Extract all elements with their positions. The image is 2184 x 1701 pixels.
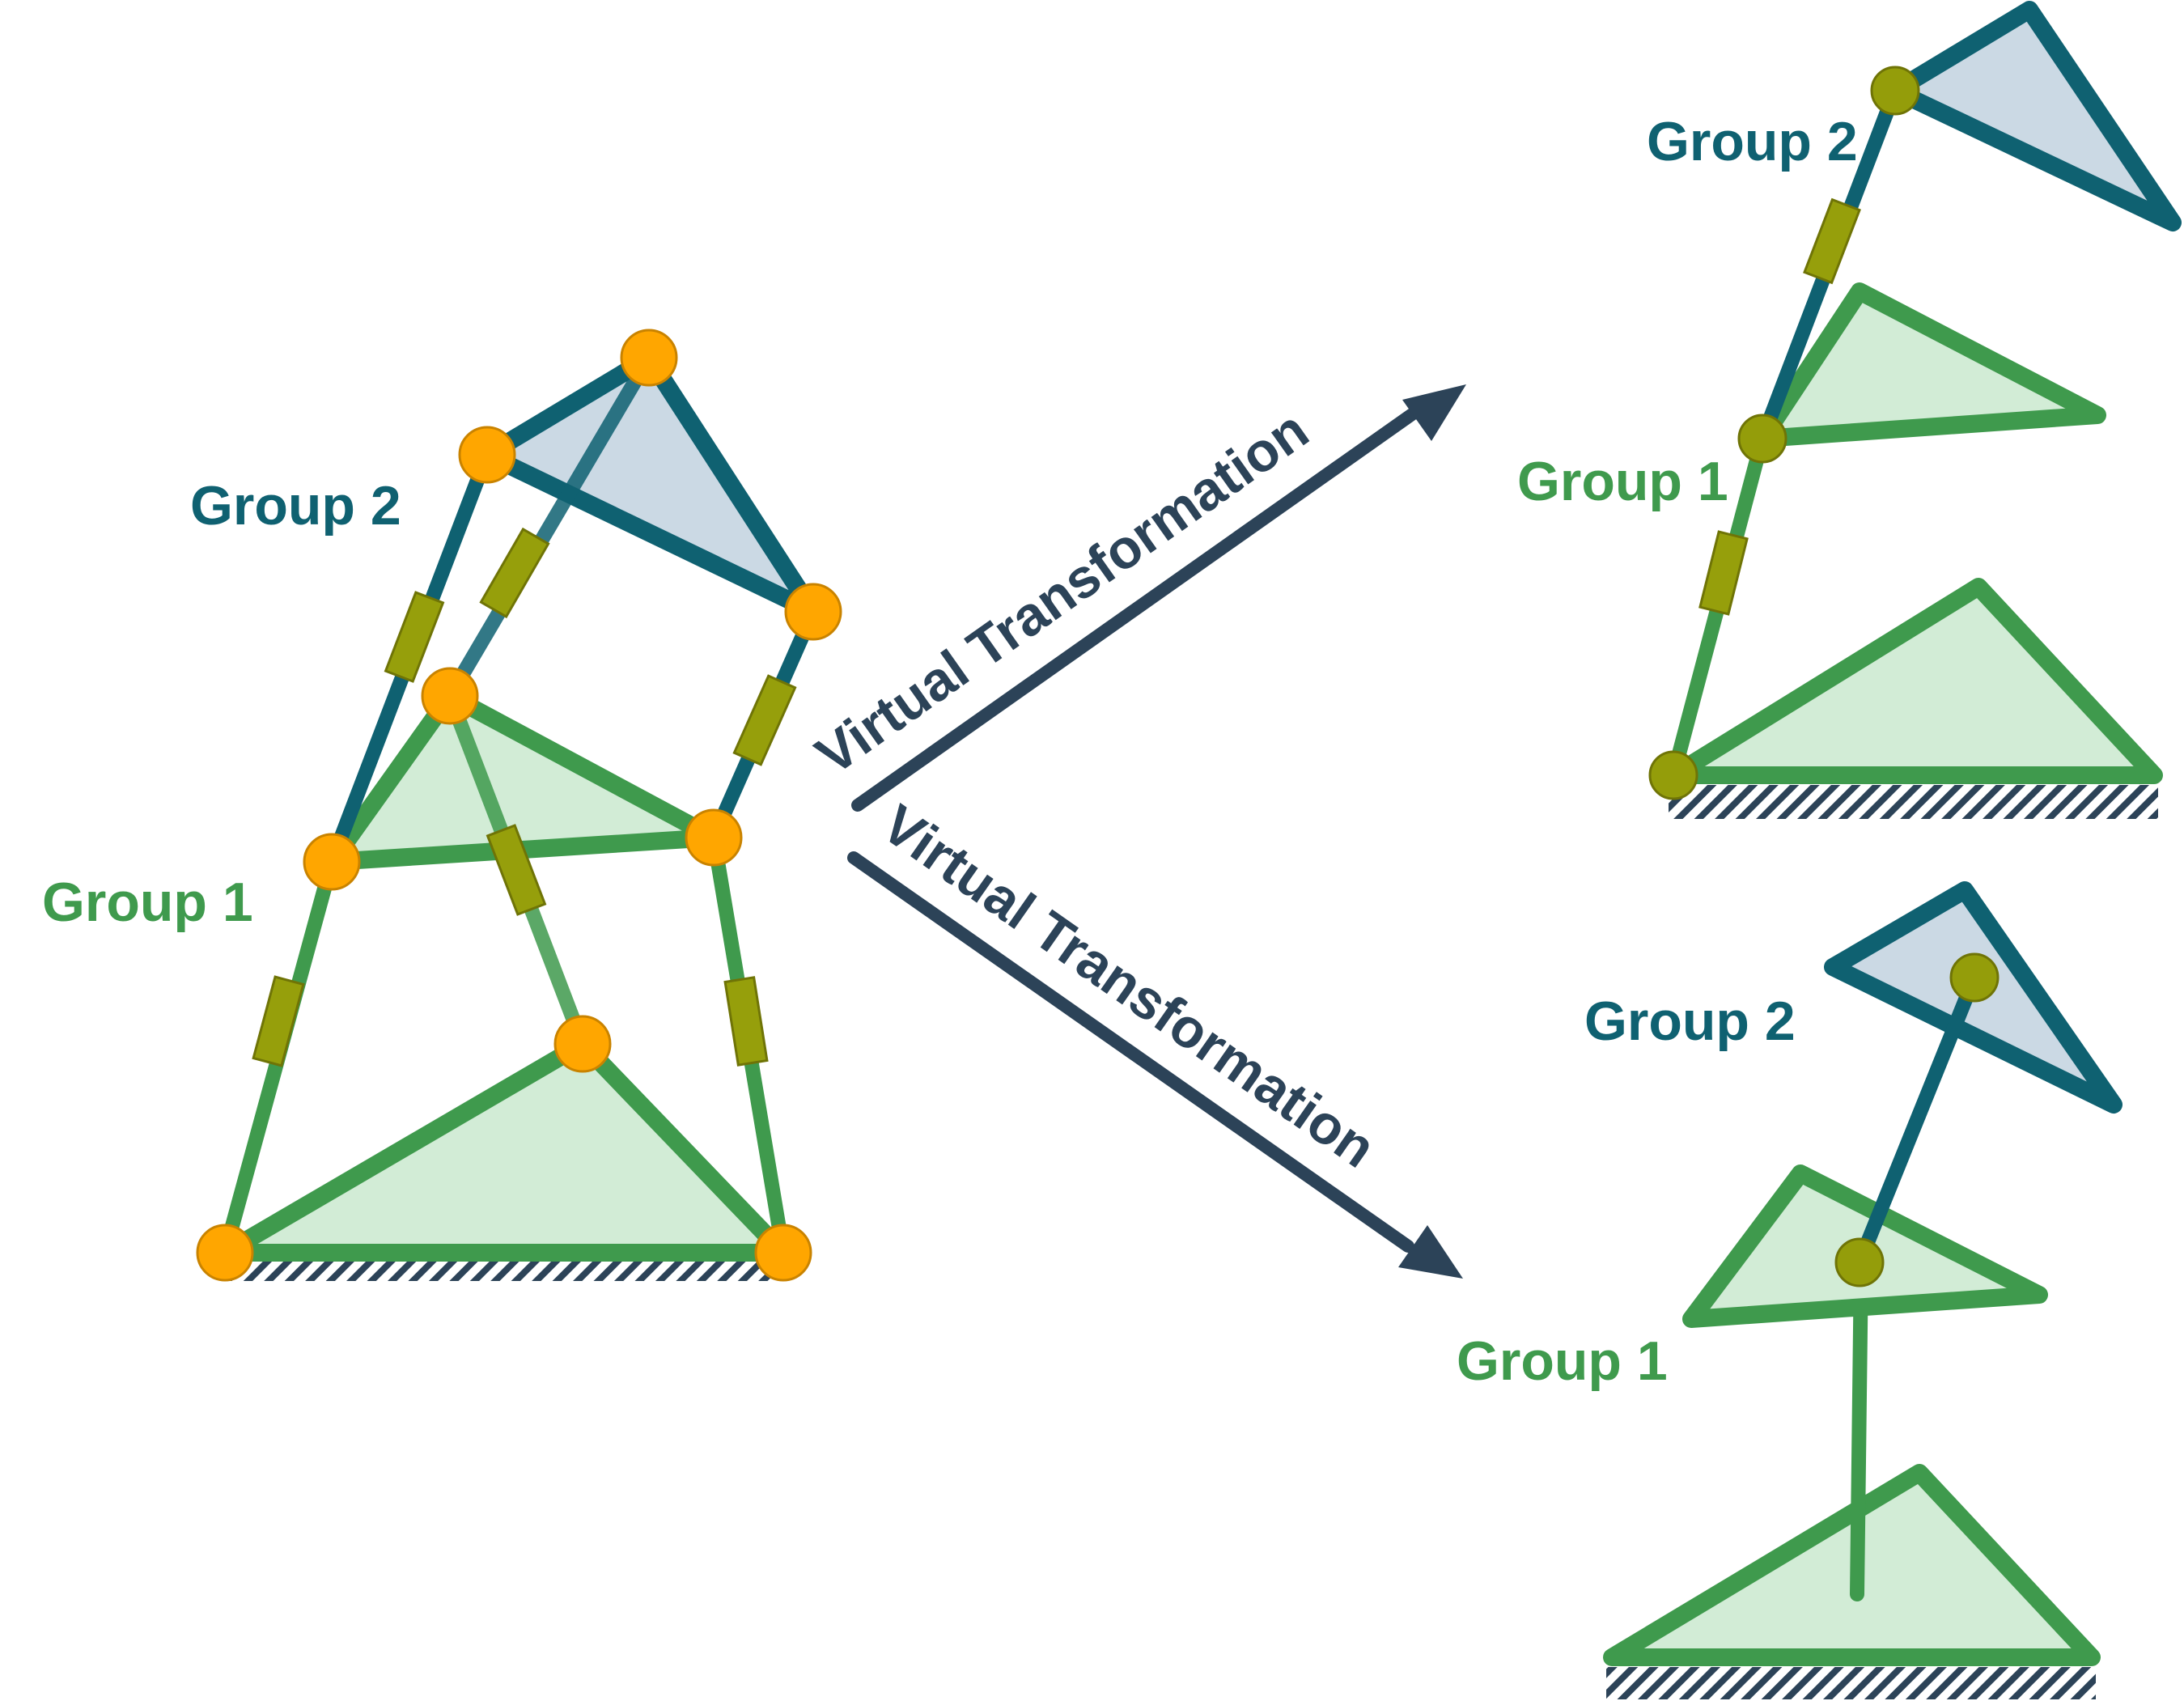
joint-icon [685, 808, 743, 867]
actuator-icon [486, 824, 547, 916]
left-group1-label: Group 1 [42, 872, 253, 933]
top-right-base-triangle [1665, 578, 2163, 784]
joint-icon [1648, 750, 1698, 800]
bottom-right-ground [1606, 1667, 2096, 1699]
joint-icon [1834, 1237, 1885, 1287]
left-base-triangle [216, 1035, 792, 1262]
joint-icon [754, 1224, 812, 1282]
lower-arrow-shaft [847, 851, 1414, 1253]
joint-icon [303, 833, 361, 891]
left-group2-label: Group 2 [190, 475, 401, 537]
actuator-icon [479, 527, 550, 619]
bottom-right-mechanism: Group 2 Group 1 [1457, 881, 2123, 1699]
upper-arrow-label: Virtual Transformation [805, 399, 1320, 787]
bottom-right-group2-label: Group 2 [1584, 990, 1796, 1052]
joint-icon [1870, 66, 1920, 116]
actuator-icon [723, 976, 769, 1067]
lower-arrow-label: Virtual Transformation [871, 793, 1386, 1180]
top-right-group1-label: Group 1 [1517, 451, 1728, 512]
top-right-group2-platform [1886, 1, 2182, 231]
joint-icon [421, 667, 479, 725]
actuator-icon [1698, 530, 1749, 616]
actuator-icon [732, 674, 797, 766]
left-mechanism: Group 2 Group 1 [42, 329, 842, 1282]
actuator-icon [384, 591, 445, 683]
joint-icon [196, 1224, 254, 1282]
joint-icon [458, 426, 516, 484]
joint-icon [620, 329, 678, 387]
joint-icon [553, 1015, 612, 1073]
upper-arrow-shaft [851, 408, 1419, 812]
top-right-mechanism: Group 2 Group 1 [1517, 1, 2182, 819]
lower-arrow-head [1398, 1225, 1463, 1279]
bottom-right-leg-1 [1850, 1255, 1868, 1601]
bottom-right-leg-2 [1852, 970, 1982, 1270]
top-right-ground [1669, 785, 2158, 819]
joint-icon [784, 583, 842, 641]
joint-icon [1949, 952, 2000, 1003]
bottom-right-group1-label: Group 1 [1457, 1330, 1668, 1392]
left-group2-platform [478, 349, 822, 621]
actuator-icon [1803, 197, 1861, 285]
left-leg-5 [443, 350, 656, 703]
top-right-group1-platform [1754, 282, 2106, 448]
top-right-group2-label: Group 2 [1647, 111, 1858, 172]
actuator-icon [252, 975, 305, 1067]
upper-arrow-head [1402, 384, 1466, 441]
joint-icon [1737, 414, 1787, 464]
transformation-arrows: Virtual Transformation Virtual Transform… [805, 384, 1466, 1279]
